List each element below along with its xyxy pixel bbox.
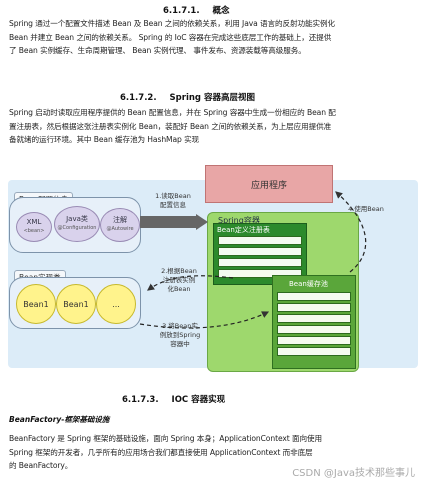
cache-entry [277,292,351,301]
paragraph-concept: Spring 通过一个配置文件描述 Bean 及 Bean 之间的依赖关系，利用… [9,17,413,58]
paragraph-line: 置注册表，然后根据这张注册表实例化 Bean，装配好 Bean 之间的依赖关系，… [9,121,332,131]
cache-entry [277,303,351,312]
paragraph-line: Spring 框架的开发者，几乎所有的应用场合我们都直接使用 Applicati… [9,447,313,457]
paragraph-line: 备就绪的运行环境。其中 Bean 缓存池为 HashMap 实现 [9,135,200,145]
cache-entry [277,347,351,356]
section-heading-ioc: 6.1.7.3. IOC 容器实现 [122,393,225,405]
config-xml-sub: <bean> [23,228,45,234]
section-heading-concept: 6.1.7.1. 概念 [163,4,230,16]
step3-line: 容器中 [170,340,190,348]
paragraph-line: Spring 启动时读取应用程序提供的 Bean 配置信息，并在 Spring … [9,108,336,117]
paragraph-overview: Spring 启动时读取应用程序提供的 Bean 配置信息，并在 Spring … [9,106,413,147]
arrow-step1-head [196,214,208,230]
registry-entry [218,247,302,256]
step1-line: 配置信息 [160,201,186,209]
bean-cache-pool: Bean缓存池 [272,275,356,369]
paragraph-line: 的 BeanFactory。 [9,461,73,471]
paragraph-beanfactory: BeanFactory 是 Spring 框架的基础设施，面向 Spring 本… [9,432,413,473]
step1-label: 1.读取Bean 配置信息 [147,192,199,210]
watermark: CSDN @Java技术那些事儿 [292,468,415,479]
section-title: 概念 [212,6,230,16]
section-number: 6.1.7.3. [122,395,159,405]
step4-label: 4.使用Bean [348,205,384,213]
config-annotation: 注解 @Autowire [100,208,140,242]
diagram-arrows [139,191,367,329]
config-java-sub: @Configuration [57,225,97,231]
config-xml-name: XML [26,218,42,226]
config-java-name: Java类 [66,215,88,223]
step2-line: 2.根据Bean [161,267,197,275]
step3-line: 例放到Spring [159,331,201,339]
section-title: Spring 容器高层视图 [169,93,255,103]
bean-more: ... [96,284,136,324]
section-title: IOC 容器实现 [171,395,226,405]
registry-title: Bean定义注册表 [217,226,270,234]
step1-line: 1.读取Bean [155,192,191,200]
impl-box: Bean1 Bean1 ... [9,277,141,329]
step2-line: 化Bean [167,285,191,293]
section-number: 6.1.7.1. [163,6,200,16]
paragraph-line: BeanFactory 是 Spring 框架的基础设施，面向 Spring 本… [9,434,322,443]
step3-label: 3.将Bean实 例放到Spring 容器中 [152,322,208,349]
paragraph-line: Spring 通过一个配置文件描述 Bean 及 Bean 之间的依赖关系，利用… [9,19,335,28]
step2-line: 注册表实例 [162,276,196,284]
registry-entry [218,258,302,267]
step2-label: 2.根据Bean 注册表实例 化Bean [152,267,206,294]
arrow-step3 [139,311,270,329]
bean-2: Bean1 [56,284,96,324]
spring-container: Spring容器 Bean定义注册表 Bean缓存池 [207,212,359,372]
paragraph-line: Bean 并建立 Bean 之间的依赖关系。 Spring 的 IoC 容器在完… [9,32,332,42]
config-annotation-name: 注解 [113,216,127,224]
registry-entry [218,236,302,245]
registry-entry [218,269,302,278]
paragraph-line: 了 Bean 实例缓存、生命周期管理、 Bean 实例代理、 事件发布、资源装载… [9,46,306,56]
config-java: Java类 @Configuration [54,206,100,242]
bean-1: Bean1 [16,284,56,324]
section-number: 6.1.7.2. [120,93,157,103]
config-annotation-sub: @Autowire [106,226,134,232]
application-box: 应用程序 [205,165,333,203]
config-xml: XML <bean> [16,212,52,242]
config-box: XML <bean> Java类 @Configuration 注解 @Auto… [9,197,141,253]
cache-entry [277,325,351,334]
cache-entry [277,314,351,323]
arrow-step2 [147,275,234,291]
subheading-beanfactory: BeanFactory-框架基础设施 [9,415,110,424]
cache-title: Bean缓存池 [289,280,328,288]
definition-registry: Bean定义注册表 [213,223,307,285]
container-title: Spring容器 [218,216,260,225]
step3-line: 3.将Bean实 [162,322,198,330]
cache-entry [277,336,351,345]
section-heading-overview: 6.1.7.2. Spring 容器高层视图 [120,91,255,103]
arrow-step4 [335,191,367,273]
